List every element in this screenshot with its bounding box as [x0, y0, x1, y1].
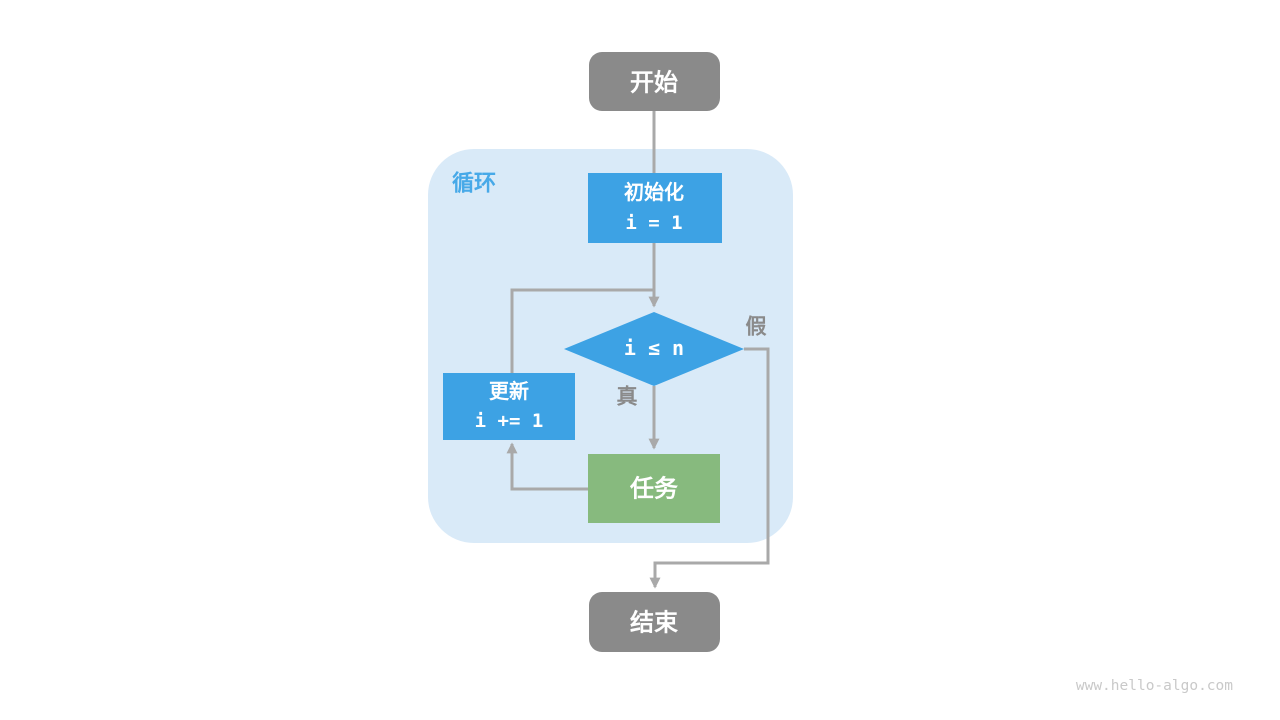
condition-node	[564, 312, 744, 386]
end-node-label: 结束	[630, 610, 679, 637]
edge-task-update	[506, 442, 588, 491]
update-node	[443, 373, 575, 440]
branch-true-label: 真	[617, 385, 638, 409]
end-node	[589, 592, 720, 652]
init-node-code: i = 1	[625, 212, 682, 234]
condition-node-code: i ≤ n	[624, 336, 684, 360]
watermark: www.hello-algo.com	[1076, 678, 1233, 694]
init-node-label: 初始化	[624, 180, 684, 204]
update-node-code: i += 1	[475, 410, 544, 432]
start-node	[589, 52, 720, 111]
task-node	[588, 454, 720, 523]
branch-false-label: 假	[746, 316, 767, 339]
loop-label: 循环	[452, 171, 496, 196]
edge-condition-end-false	[649, 347, 770, 589]
update-node-label: 更新	[489, 379, 529, 403]
start-node-label: 开始	[630, 70, 678, 97]
init-node	[588, 173, 722, 243]
edge-update-merge	[510, 288, 654, 373]
task-node-label: 任务	[629, 475, 679, 503]
